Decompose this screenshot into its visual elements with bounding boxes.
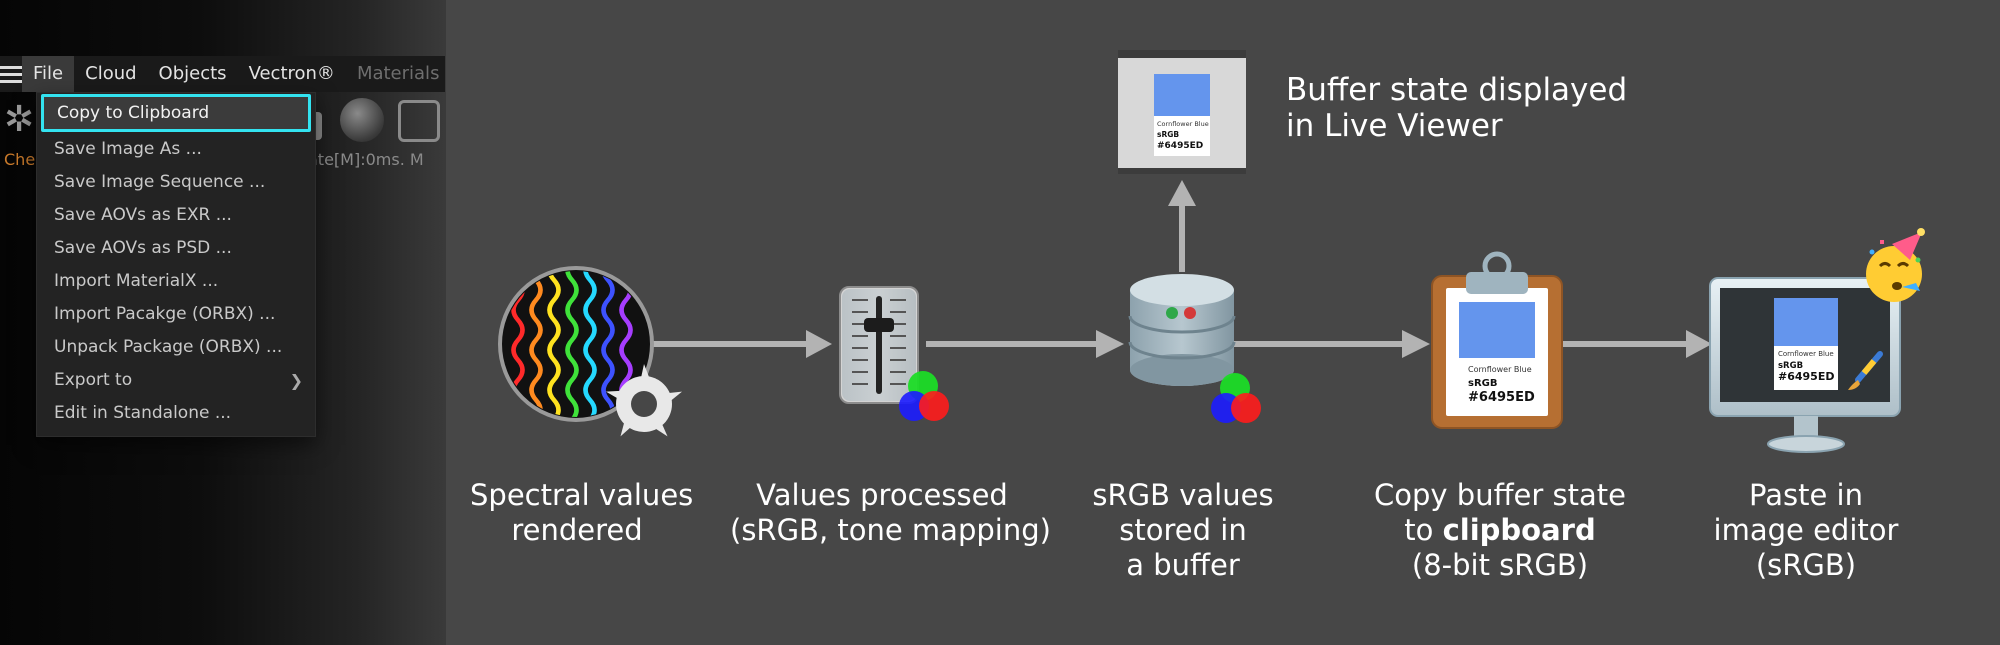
clipboard-icon: Cornflower Blue sRGB #6495ED <box>1431 251 1563 429</box>
monitor-icon: Cornflower Blue sRGB #6495ED <box>1709 277 1901 453</box>
menu-item-import-package[interactable]: Import Pacakge (ORBX) ... <box>54 304 276 324</box>
caption-paste: Paste in image editor (sRGB) <box>1700 478 1912 583</box>
caption-buffer-line3: a buffer <box>1126 548 1240 582</box>
mon-swatch-hex: #6495ED <box>1778 370 1834 383</box>
thumb-swatch-hex: #6495ED <box>1157 141 1203 151</box>
clip-swatch-name: Cornflower Blue <box>1468 365 1532 374</box>
caption-clipboard-line3: (8-bit sRGB) <box>1411 548 1589 582</box>
caption-clipboard-pre: to <box>1404 513 1443 547</box>
menubar: File Cloud Objects Vectron® Materials <box>0 56 445 92</box>
party-emoji-icon <box>1866 228 1925 302</box>
octane-logo-icon <box>605 364 683 437</box>
caption-buffer: sRGB values stored in a buffer <box>1090 478 1276 583</box>
menu-item-import-materialx[interactable]: Import MaterialX ... <box>54 271 219 291</box>
menu-item-unpack-package[interactable]: Unpack Package (ORBX) ... <box>54 337 283 357</box>
caption-buffer-line2: stored in <box>1119 513 1247 547</box>
chevron-right-icon: ❯ <box>289 371 303 390</box>
menu-item-save-image-as[interactable]: Save Image As ... <box>54 139 202 159</box>
caption-clipboard-bold: clipboard <box>1442 513 1596 547</box>
rgb-circles-icon-2 <box>1211 373 1261 423</box>
caption-clipboard-line1: Copy buffer state <box>1374 478 1626 512</box>
menu-item-export-to[interactable]: Export to ❯ <box>37 364 317 397</box>
paintbrush-icon <box>1848 351 1883 390</box>
arrows <box>652 180 1712 358</box>
render-spinner-icon[interactable]: ✲ <box>4 99 35 140</box>
arrow-1 <box>652 330 832 358</box>
menu-cloud[interactable]: Cloud <box>85 63 137 84</box>
database-icon <box>1128 274 1236 386</box>
caption-paste-line3: (sRGB) <box>1755 548 1857 582</box>
caption-buffer-line1: sRGB values <box>1092 478 1274 512</box>
menu-vectron[interactable]: Vectron® <box>248 63 335 84</box>
menu-item-edit-in-standalone[interactable]: Edit in Standalone ... <box>54 403 232 423</box>
region-icon[interactable] <box>398 100 440 142</box>
arrow-up <box>1168 180 1196 272</box>
caption-spectral: Spectral values rendered <box>470 478 694 548</box>
caption-processed-line1: Values processed <box>756 478 1008 512</box>
fader-icon <box>839 286 919 404</box>
menu-objects[interactable]: Objects <box>158 63 227 84</box>
menu-item-copy-to-clipboard[interactable]: Copy to Clipboard <box>41 94 311 132</box>
caption-processed-line2: (sRGB, tone mapping) <box>730 513 1051 547</box>
caption-spectral-line1: Spectral values <box>470 478 694 512</box>
caption-paste-line1: Paste in <box>1749 478 1863 512</box>
live-viewer-thumbnail: Cornflower Blue sRGB #6495ED <box>1118 50 1246 174</box>
status-line: Che ate[M]:0ms. M <box>0 148 445 172</box>
thumb-swatch-space: sRGB <box>1157 130 1179 139</box>
arrow-4 <box>1562 330 1712 358</box>
menu-item-save-aovs-psd[interactable]: Save AOVs as PSD ... <box>54 238 232 258</box>
mon-swatch-name: Cornflower Blue <box>1778 350 1834 358</box>
menu-materials[interactable]: Materials <box>356 63 440 84</box>
caption-processed: Values processed (sRGB, tone mapping) <box>730 478 1051 548</box>
caption-live-viewer-line1: Buffer state displayed <box>1286 72 1628 108</box>
toolbar-handle-icon[interactable] <box>312 112 322 140</box>
arrow-2 <box>926 330 1124 358</box>
file-dropdown-menu: Copy to Clipboard Save Image As ... Save… <box>36 92 316 437</box>
sphere-material-icon[interactable] <box>340 98 384 142</box>
menu-item-save-image-sequence[interactable]: Save Image Sequence ... <box>54 172 266 192</box>
clip-swatch-hex: #6495ED <box>1468 390 1535 405</box>
status-left-text: Che <box>4 150 36 169</box>
mon-swatch-space: sRGB <box>1778 361 1803 371</box>
caption-live-viewer-line2: in Live Viewer <box>1286 108 1503 144</box>
caption-paste-line2: image editor <box>1713 513 1899 547</box>
menu-file[interactable]: File <box>22 56 75 92</box>
app-panel: File Cloud Objects Vectron® Materials ✲ … <box>0 0 446 645</box>
rainbow-waves-icon <box>498 266 654 422</box>
hamburger-menu-icon[interactable] <box>0 56 22 92</box>
caption-clipboard: Copy buffer state to clipboard (8-bit sR… <box>1360 478 1640 583</box>
menu-item-export-to-label: Export to <box>54 370 133 390</box>
rgb-circles-icon <box>899 371 949 421</box>
caption-spectral-line2: rendered <box>511 513 643 547</box>
arrow-3 <box>1234 330 1430 358</box>
caption-live-viewer: Buffer state displayed in Live Viewer <box>1286 72 1627 144</box>
clip-swatch-space: sRGB <box>1468 378 1497 389</box>
menu-item-save-aovs-exr[interactable]: Save AOVs as EXR ... <box>54 205 232 225</box>
thumb-swatch-name: Cornflower Blue <box>1157 120 1209 128</box>
caption-clipboard-line2: to clipboard <box>1360 513 1640 548</box>
status-right-text: ate[M]:0ms. M <box>308 150 424 169</box>
